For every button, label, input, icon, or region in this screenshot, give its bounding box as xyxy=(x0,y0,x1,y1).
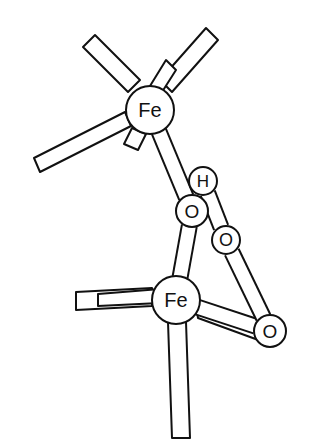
bond-stick xyxy=(180,226,189,278)
bond-stick xyxy=(232,252,264,317)
ligand-stick xyxy=(83,35,140,92)
bond-stick xyxy=(198,307,256,326)
atom-symbol: O xyxy=(185,202,200,221)
bond-fill xyxy=(180,226,189,278)
bond-fill xyxy=(159,131,186,197)
atom-circle: Fe xyxy=(151,275,201,325)
atom-symbol: H xyxy=(197,173,209,190)
atom-symbol: O xyxy=(219,231,233,249)
bond-outline xyxy=(180,226,189,278)
bond-stick xyxy=(159,131,186,197)
atom-circle: O xyxy=(253,314,287,348)
atom-circle: Fe xyxy=(125,85,175,135)
atom-symbol: Fe xyxy=(138,100,161,120)
atom-symbol: O xyxy=(263,322,278,341)
bond-outline xyxy=(232,252,264,317)
bond-outline xyxy=(159,131,186,197)
atom-circle: O xyxy=(175,194,209,228)
bond-outline xyxy=(198,307,256,326)
bond-fill xyxy=(198,307,256,326)
bond-fill xyxy=(232,252,264,317)
ligand-stick xyxy=(34,112,131,172)
bond-fill xyxy=(208,193,221,227)
atom-circle: H xyxy=(188,166,218,196)
ligand-stick xyxy=(168,322,190,438)
bond-outline xyxy=(208,193,221,227)
bond-stick xyxy=(208,193,221,227)
atom-symbol: Fe xyxy=(164,290,187,310)
